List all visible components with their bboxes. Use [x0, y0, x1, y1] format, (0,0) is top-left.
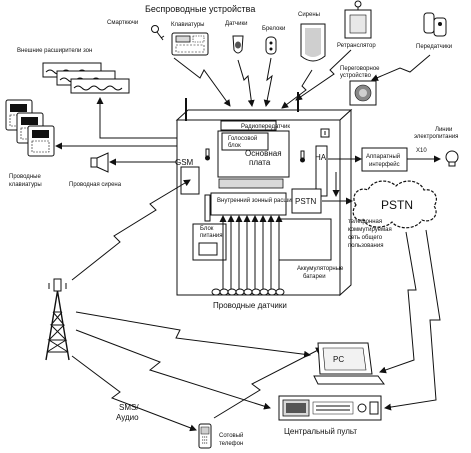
radio-transmitter-label: Радиопередатчик — [241, 124, 290, 130]
wired-sensors-label: Проводные датчики — [213, 301, 287, 310]
batteries-label-2: батареи — [303, 274, 326, 280]
central-station-label: Центральный пульт — [284, 427, 357, 436]
intercom-device-label-2: устройство — [340, 72, 372, 79]
wired-keypad-icons — [5, 99, 55, 157]
transmitters-label: Передатчики — [416, 44, 452, 50]
pc-laptop-icon — [313, 342, 385, 385]
power-unit-label-2: питания — [200, 233, 223, 239]
pstn-cloud-label: PSTN — [381, 198, 413, 212]
phone-to-pc-link — [213, 347, 323, 419]
wired-keypads-label-2: клавиатуры — [9, 182, 42, 188]
wireless-siren-icon — [300, 23, 326, 62]
batteries-label-1: Аккумуляторные — [297, 266, 344, 272]
transmitter-icon — [423, 12, 447, 37]
cell-tower-icon — [45, 278, 70, 361]
ha-label: HA — [315, 153, 327, 162]
wired-sensor-icons — [211, 288, 285, 296]
external-zone-expander-boards — [42, 62, 130, 94]
power-lines-label-1: Линии — [435, 127, 452, 133]
main-board-label-2: плата — [249, 158, 271, 167]
pstn-desc-2: коммутируемая — [348, 227, 392, 233]
pstn-desc-3: сеть общего — [348, 235, 383, 241]
wireless-sensor-icon — [232, 35, 244, 54]
pstn-cloud — [352, 180, 437, 229]
wireless-devices-title: Беспроводные устройства — [145, 4, 255, 14]
sirens-label: Сирены — [298, 12, 320, 18]
repeater-label: Ретранслятор — [337, 43, 376, 49]
power-unit-label-1: Блок — [200, 226, 214, 232]
battery-compartment — [278, 218, 332, 261]
wired-siren-label: Проводная сирена — [69, 182, 122, 188]
sms-audio-label-2: Аудио — [116, 413, 139, 422]
radio-transmitter-box — [220, 120, 277, 131]
gsm-radio-link — [71, 179, 191, 281]
keypads-label: Клавиатуры — [171, 22, 204, 28]
smart-keys-label: Смарткючи — [107, 20, 138, 26]
pstn-module-label: PSTN — [295, 197, 317, 206]
main-board-box — [217, 130, 290, 178]
pc-label: PC — [333, 355, 344, 364]
power-lines-label-2: электропитания — [414, 134, 458, 140]
tower-to-central-link — [75, 329, 271, 410]
pstn-to-central-line — [384, 229, 441, 411]
tower-to-phone-link — [71, 355, 197, 432]
voice-block-box — [221, 132, 269, 151]
main-board-label-1: Основная — [245, 149, 282, 158]
cell-phone-label-1: Сотовый — [219, 432, 243, 439]
power-unit-inner — [198, 242, 218, 256]
key-fobs-label: Брелоки — [262, 26, 285, 32]
inner-bracket — [204, 194, 211, 222]
tower-to-pc-link — [75, 311, 311, 358]
central-station-icon — [278, 395, 382, 421]
thermometer-icon — [205, 148, 210, 161]
hardware-interface-label-2: интерфейс — [369, 161, 400, 168]
thermometer-icon-2 — [300, 150, 305, 163]
display-bar — [218, 178, 284, 189]
external-zone-expanders-label: Внешние расширители зон — [17, 48, 92, 54]
voice-block-label-1: Голосовой — [228, 135, 257, 142]
pstn-module-box — [291, 188, 322, 214]
wireless-signal-arrows — [173, 49, 431, 109]
key-fob-icon — [265, 36, 277, 55]
voice-block-label-2: блок — [228, 143, 241, 149]
wired-keypads-label-1: Проводные — [9, 174, 41, 180]
cell-phone-icon — [198, 423, 212, 449]
sensors-label: Датчики — [225, 21, 247, 27]
smart-key-icon — [151, 25, 165, 41]
wired-sensor-lines — [219, 215, 283, 290]
cell-phone-label-2: телефон — [219, 441, 243, 447]
wired-siren-icon — [90, 152, 109, 173]
sms-audio-label-1: SMS/ — [119, 403, 139, 412]
wireless-keypad-icon — [171, 32, 209, 56]
hardware-interface-label-1: Аппаратный — [366, 153, 400, 160]
internal-zone-expander-box — [210, 192, 287, 216]
internal-zone-expander-label: Внутренний зонный расширитель — [217, 197, 311, 204]
intercom-device-icon — [349, 80, 377, 106]
repeater-icon — [344, 0, 372, 39]
light-bulb-icon — [445, 150, 459, 167]
pstn-desc-1: телефонная — [348, 219, 382, 225]
x10-label: X10 — [416, 148, 427, 154]
gsm-label: GSM — [175, 158, 194, 167]
intercom-device-label-1: Переговорное — [340, 66, 380, 72]
pstn-to-pc-line — [379, 231, 417, 374]
pstn-desc-4: пользования — [348, 243, 383, 249]
